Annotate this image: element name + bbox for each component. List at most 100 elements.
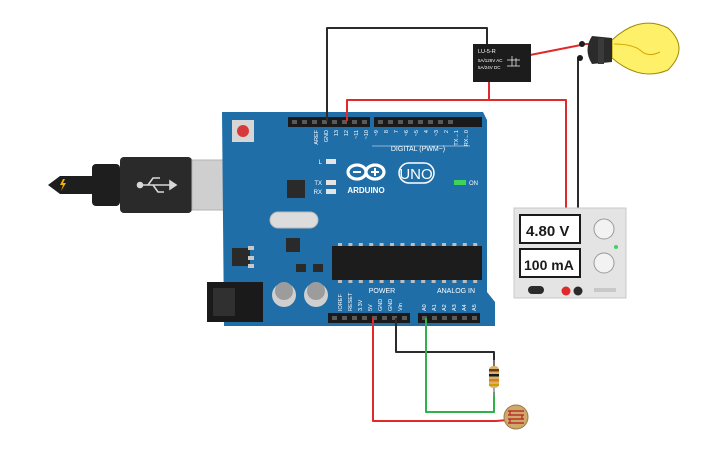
current-display (519, 248, 581, 278)
chip-pin (431, 243, 436, 246)
chip-pin (358, 280, 363, 283)
chip-pin (379, 280, 384, 283)
current-knob[interactable] (593, 252, 615, 274)
pin-label: GND (388, 299, 394, 311)
chip-pin (452, 280, 457, 283)
capacitor (272, 282, 328, 307)
pin-label: A5 (472, 304, 478, 311)
wire-gnd-to-relay[interactable] (326, 27, 488, 121)
header-pin[interactable] (392, 316, 397, 320)
chip-pin (442, 280, 446, 283)
on-label: ON (469, 181, 478, 187)
chip-pin (473, 243, 478, 246)
positive-terminal[interactable] (561, 286, 571, 296)
header-pin[interactable] (448, 120, 453, 124)
header-pin[interactable] (402, 316, 407, 320)
wire-5v-to-sensor[interactable] (372, 318, 509, 422)
crystal-oscillator (269, 211, 319, 229)
header-pin[interactable] (452, 316, 457, 320)
led-tx (326, 180, 336, 185)
pin-label: 13 (334, 130, 340, 136)
voltage-display (519, 214, 581, 244)
header-pin[interactable] (418, 120, 423, 124)
header-pin[interactable] (342, 316, 347, 320)
header-pin[interactable] (302, 120, 307, 124)
usb-cable[interactable] (48, 157, 253, 213)
negative-terminal[interactable] (573, 286, 583, 296)
header-pin[interactable] (332, 120, 337, 124)
pin-label: GND (324, 130, 330, 142)
power-switch[interactable] (528, 286, 544, 294)
header-pin[interactable] (388, 120, 393, 124)
header-pin[interactable] (472, 316, 477, 320)
resistor[interactable] (489, 360, 499, 396)
usb-symbol-icon (136, 177, 178, 193)
header-pin[interactable] (372, 316, 377, 320)
pin-label: 12 (344, 130, 350, 136)
led-tx-label: TX (314, 181, 322, 187)
pin-label: Vin (398, 303, 404, 311)
led-l-label: L (319, 160, 323, 166)
header-pin[interactable] (428, 120, 433, 124)
chip-pin (400, 280, 405, 283)
header-pin[interactable] (342, 120, 347, 124)
header-pin[interactable] (462, 316, 467, 320)
chip-pin (421, 243, 426, 246)
header-pin[interactable] (382, 316, 387, 320)
led-rx-label: RX (314, 190, 322, 196)
current-readout: 100 mA (524, 257, 574, 273)
photoresistor[interactable] (503, 404, 529, 430)
lightning-icon (60, 179, 66, 191)
power-supply[interactable]: 4.80 V 100 mA (513, 207, 627, 299)
power-header (328, 313, 410, 323)
chip-pin (338, 280, 342, 283)
digital-header-left (288, 117, 370, 127)
power-header-label: POWER (369, 288, 395, 295)
pin-label: 2 (444, 130, 450, 133)
analog-header (418, 313, 480, 323)
brand-label: ARDUINO (347, 186, 384, 195)
header-pin[interactable] (332, 316, 337, 320)
relay[interactable]: LU-5-R 5A/125V AC 5A/24V DC (473, 44, 531, 82)
header-pin[interactable] (312, 120, 317, 124)
header-pin[interactable] (432, 316, 437, 320)
chip-pin (410, 243, 415, 246)
pin-label: 4 (424, 130, 430, 133)
header-pin[interactable] (322, 120, 327, 124)
chip-pin (431, 280, 436, 283)
chip-pin (410, 280, 415, 283)
header-pin[interactable] (408, 120, 413, 124)
pin-label: RX←0 (464, 130, 470, 146)
pin-label: 7 (394, 130, 400, 133)
pin-label: ~11 (354, 130, 360, 139)
voltage-knob[interactable] (593, 218, 615, 240)
usb-chip (287, 180, 305, 198)
led-rx (326, 189, 336, 194)
chip-pin (473, 280, 478, 283)
header-pin[interactable] (422, 316, 427, 320)
chip-pin (369, 243, 374, 246)
header-pin[interactable] (398, 120, 403, 124)
header-pin[interactable] (438, 120, 443, 124)
header-pin[interactable] (352, 120, 357, 124)
chip-pin (390, 280, 394, 283)
wire-a0-to-sensor[interactable] (425, 318, 495, 413)
analog-header-label: ANALOG IN (437, 288, 475, 295)
pin-label: 3.3V (358, 299, 364, 311)
header-pin[interactable] (292, 120, 297, 124)
chip-pin (421, 280, 426, 283)
header-pin[interactable] (362, 316, 367, 320)
on-led (454, 180, 466, 185)
light-bulb[interactable] (577, 22, 680, 75)
header-pin[interactable] (362, 120, 367, 124)
header-pin[interactable] (442, 316, 447, 320)
header-pin[interactable] (352, 316, 357, 320)
pin-label: A0 (422, 304, 428, 311)
header-pin[interactable] (378, 120, 383, 124)
pin-label: ~5 (414, 130, 420, 136)
pin-label: A3 (452, 304, 458, 311)
pin-label: TX→1 (454, 130, 460, 146)
